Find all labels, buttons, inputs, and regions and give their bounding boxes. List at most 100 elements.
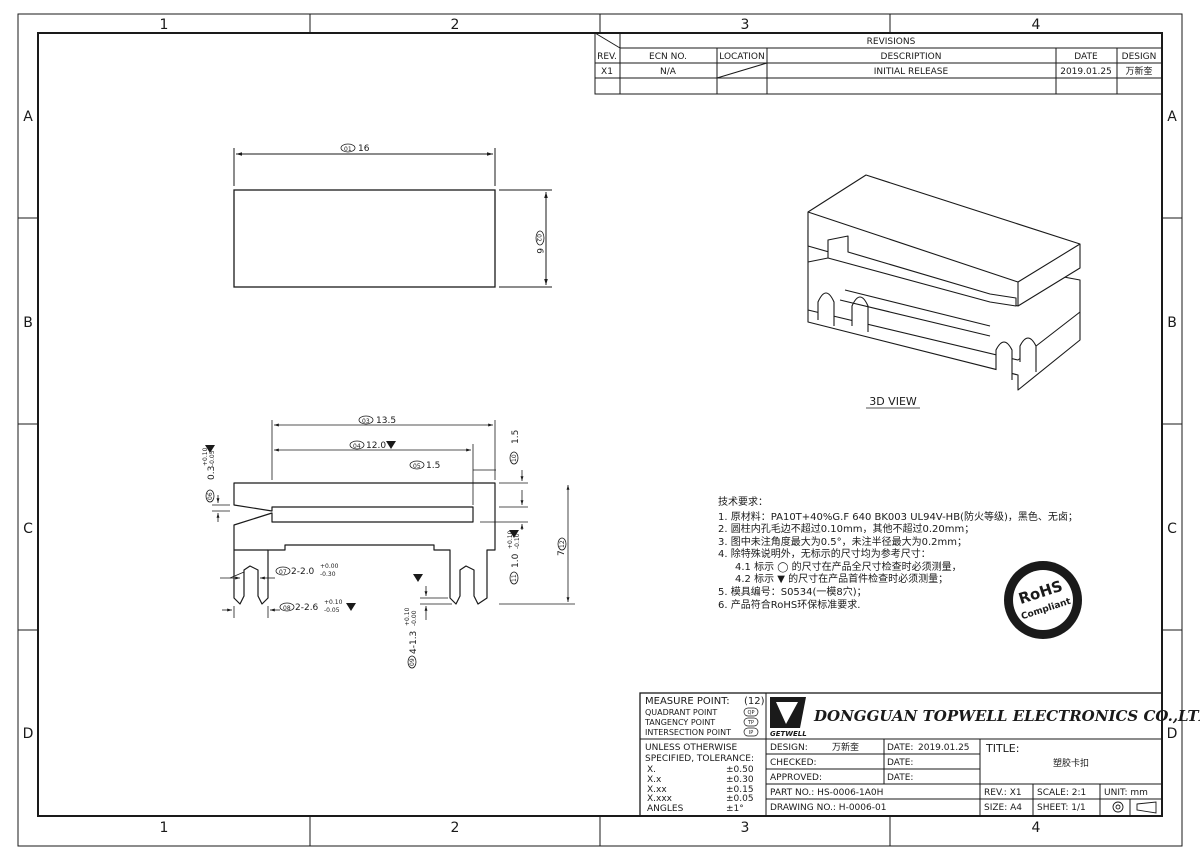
measure-point-label: MEASURE POINT:	[645, 696, 730, 707]
front-view-dims: 03 13.5 04 12.0 05 1.5 1.5 10 1.0 +0.10 …	[202, 415, 567, 669]
tol-x-label: X.	[647, 765, 656, 775]
tol-xx-label: X.x	[647, 775, 662, 785]
note-2: 2. 圆柱内孔毛边不超过0.10mm，其他不超过0.20mm；	[718, 522, 974, 535]
dim-12-value: 7	[557, 550, 567, 556]
dim-07-tol-up: +0.00	[320, 563, 339, 570]
date-label-1: DATE:	[887, 743, 913, 753]
first-article-mark-08	[346, 603, 356, 611]
tol-angles-value: ±1°	[726, 804, 744, 814]
tol-xxxx-value: ±0.05	[726, 794, 754, 804]
logo-text: GETWELL	[770, 730, 807, 738]
tol-angles-label: ANGLES	[647, 804, 684, 814]
dim-02-value: 6	[534, 248, 544, 254]
dim-11-value: 1.0	[511, 553, 521, 568]
specified-tolerance: SPECIFIED, TOLERANCE:	[645, 754, 754, 764]
date-value: 2019.01.25	[1060, 67, 1112, 77]
dim-08-value: 2-2.6	[295, 603, 319, 613]
tol-xx-value: ±0.30	[726, 775, 754, 785]
dim-04-tag: 04	[353, 443, 361, 450]
zone-col-2-bottom: 2	[451, 820, 460, 836]
intersection-point-label: INTERSECTION POINT	[645, 728, 731, 737]
dim-03-tag: 03	[362, 418, 370, 425]
date-label-3: DATE:	[887, 773, 913, 783]
dim-06-tol-dn: -0.05	[209, 450, 216, 466]
tol-xxx-value: ±0.15	[726, 785, 754, 795]
zone-row-c: C	[23, 521, 33, 537]
location-header: LOCATION	[719, 52, 765, 62]
zone-col-3: 3	[741, 17, 750, 33]
note-3: 3. 图中未注角度最大为0.5°，未注半径最大为0.2mm；	[718, 535, 967, 548]
tangency-code: TP	[747, 720, 754, 726]
first-article-mark-11	[509, 530, 519, 538]
unit-field: UNIT: mm	[1104, 788, 1148, 798]
dim-11-tol-dn: -0.10	[514, 533, 521, 549]
dim-06-value: 0.3	[207, 466, 217, 480]
zone-row-a: A	[23, 109, 33, 125]
date-header: DATE	[1074, 52, 1098, 62]
dim-09-tag: 09	[409, 658, 416, 666]
dim-10-value: 1.5	[511, 430, 521, 444]
date-label-2: DATE:	[887, 758, 913, 768]
dim-09-value: 4-1.3	[409, 631, 419, 654]
dim-10-tag: 10	[511, 454, 518, 462]
tangency-point-label: TANGENCY POINT	[644, 718, 715, 727]
dim-06-tag: 06	[207, 492, 214, 500]
description-value: INITIAL RELEASE	[874, 67, 949, 77]
rohs-seal: RoHS Compliant	[1004, 561, 1082, 639]
tol-xxx-label: X.xx	[647, 785, 667, 795]
dim-11-tol-up: +0.10	[507, 530, 514, 549]
scale-field: SCALE: 2:1	[1037, 788, 1086, 798]
measure-point-count: (12)	[744, 696, 765, 707]
intersection-code: IP	[749, 730, 754, 736]
date-value: 2019.01.25	[918, 743, 970, 753]
dim-02-tag: 02	[535, 234, 542, 242]
top-view	[233, 148, 552, 288]
zone-row-a-right: A	[1167, 109, 1177, 125]
dim-08-tol-dn: -0.05	[324, 607, 340, 614]
note-5: 5. 模具编号：S0534(一模8穴)；	[718, 585, 867, 598]
quadrant-code: QP	[748, 710, 755, 716]
dim-07-value: 2-2.0	[291, 567, 315, 577]
dim-04-value: 12.0	[366, 441, 386, 451]
description-header: DESCRIPTION	[881, 52, 942, 62]
zone-col-1: 1	[160, 17, 169, 33]
iso-view-label: 3D VIEW	[869, 395, 917, 408]
zone-row-b-right: B	[1167, 315, 1177, 331]
note-4-1: 4.1 标示 ◯ 的尺寸在产品全尺寸检查时必须测量，	[735, 560, 962, 573]
dim-05-tag: 05	[413, 463, 421, 470]
dim-07-tol-dn: -0.30	[320, 571, 336, 578]
rev-field: REV.: X1	[984, 788, 1022, 798]
iso-view	[807, 174, 1081, 391]
zone-row-d-right: D	[1167, 726, 1178, 742]
sheet-field: SHEET: 1/1	[1037, 803, 1086, 813]
front-view	[233, 482, 496, 605]
zone-row-d: D	[23, 726, 34, 742]
title-block	[639, 692, 1163, 817]
note-4-2: 4.2 标示 ▼ 的尺寸在产品首件检查时必须测量；	[735, 572, 948, 585]
design-label: DESIGN:	[770, 743, 808, 753]
dim-09-tol-dn: -0.00	[411, 610, 418, 626]
technical-notes: 技术要求： 1. 原材料：PA10T+40%G.F 640 BK003 UL94…	[718, 495, 1078, 611]
dim-08-tag: 08	[283, 605, 291, 612]
size-field: SIZE: A4	[984, 803, 1022, 813]
checked-label: CHECKED:	[770, 758, 817, 768]
dim-08-tol-up: +0.10	[324, 599, 343, 606]
zone-col-2: 2	[451, 17, 460, 33]
title-label: TITLE:	[985, 742, 1019, 755]
zone-row-b: B	[23, 315, 33, 331]
unless-otherwise: UNLESS OTHERWISE	[645, 743, 737, 753]
projection-symbol-icon	[1112, 801, 1157, 814]
title-block-text: MEASURE POINT: (12) QUADRANT POINT TANGE…	[644, 696, 1200, 814]
design-value: 万新奎	[1125, 65, 1152, 77]
front-view-dimlines	[212, 420, 575, 620]
first-article-mark-09	[413, 574, 423, 582]
dim-07-tag: 07	[279, 569, 287, 576]
zone-col-3-bottom: 3	[741, 820, 750, 836]
dim-11-tag: 11	[511, 574, 518, 582]
tol-x-value: ±0.50	[726, 765, 754, 775]
dim-12-tag: 12	[559, 540, 566, 548]
tol-xxxx-label: X.xxx	[647, 794, 673, 804]
design-header: DESIGN	[1122, 52, 1157, 62]
dim-06-tol-up: +0.10	[202, 447, 209, 466]
